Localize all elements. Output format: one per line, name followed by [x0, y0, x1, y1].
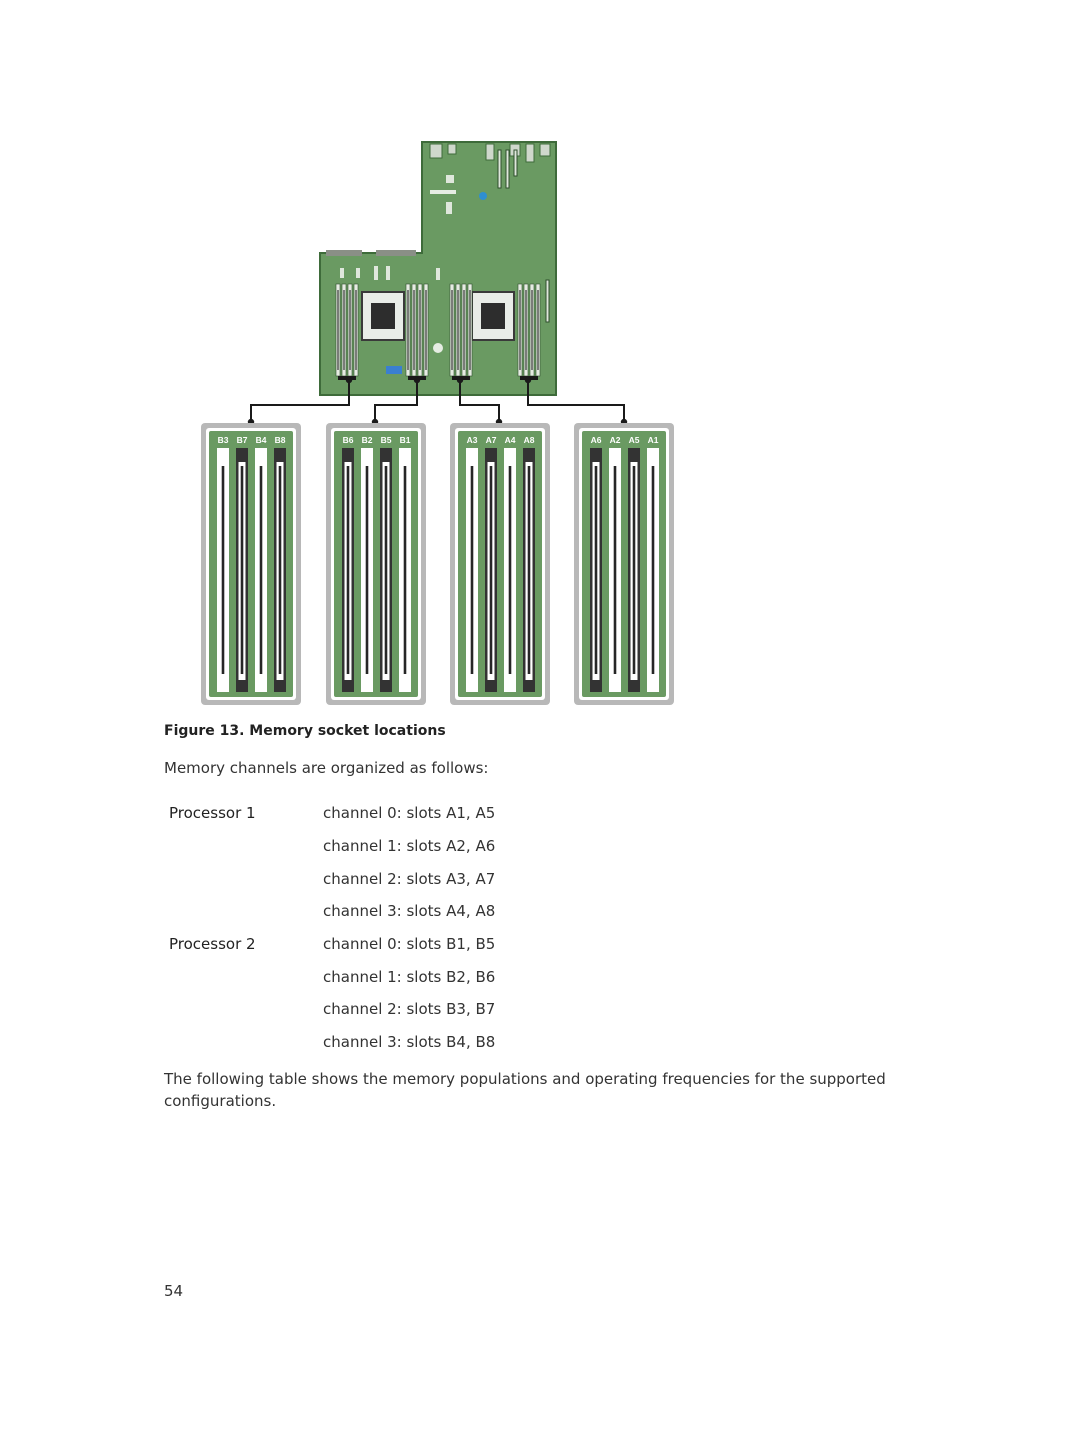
slot-label: B6	[343, 435, 354, 445]
processor-1-label: Processor 1	[169, 804, 256, 822]
slot-group: A6 A2 A5 A1	[574, 423, 674, 705]
connector-line	[459, 380, 500, 422]
slot-label: B8	[275, 435, 286, 445]
slot-label: B2	[362, 435, 373, 445]
channel-line: channel 2: slots A3, A7	[323, 870, 496, 888]
battery-icon	[386, 366, 402, 374]
slot-label: B4	[256, 435, 267, 445]
channel-line: channel 3: slots B4, B8	[323, 1033, 496, 1051]
board-dimm-bank	[405, 283, 429, 380]
channel-line: channel 1: slots B2, B6	[323, 968, 496, 986]
connector-line	[374, 380, 418, 422]
slot-label: B1	[400, 435, 411, 445]
processor-2-socket	[361, 291, 405, 341]
board-dimm-bank	[449, 283, 473, 380]
slot-group: A3 A7 A4 A8	[450, 423, 550, 705]
board-details	[326, 175, 487, 374]
slot-label: A4	[505, 435, 516, 445]
channel-line: channel 1: slots A2, A6	[323, 837, 496, 855]
channel-line: channel 0: slots B1, B5	[323, 935, 496, 953]
jumper-icon	[479, 192, 487, 200]
dimm-slot-groups: B3 B7 B4 B8 B6 B2 B5 B1 A3 A7 A4 A8 A6 A2 A5 A1	[201, 423, 674, 705]
board-dimm-bank	[335, 283, 359, 380]
body-paragraph: The following table shows the memory pop…	[164, 1070, 886, 1110]
figure-caption: Figure 13. Memory socket locations	[164, 723, 446, 739]
slot-label: A7	[486, 435, 497, 445]
riser-slots	[497, 149, 550, 323]
connector-node	[413, 376, 421, 384]
channel-line: channel 0: slots A1, A5	[323, 804, 496, 822]
system-board-diagram: B3 B7 B4 B8 B6 B2 B5 B1 A3 A7 A4 A8 A6 A2 A5 A1	[201, 141, 674, 705]
processor-2-label: Processor 2	[169, 935, 256, 953]
connector-line	[527, 380, 625, 422]
slot-label: B5	[381, 435, 392, 445]
connector-line	[250, 380, 350, 422]
slot-label: A2	[610, 435, 621, 445]
slot-label: A1	[648, 435, 659, 445]
connector-node	[524, 376, 532, 384]
connector-node	[456, 376, 464, 384]
processor-1-socket	[471, 291, 515, 341]
slot-label: A3	[467, 435, 478, 445]
memory-socket-figure: B3 B7 B4 B8 B6 B2 B5 B1 A3 A7 A4 A8 A6 A2 A5 A1	[160, 130, 705, 715]
slot-label: A6	[591, 435, 602, 445]
channel-line: channel 3: slots A4, A8	[323, 902, 496, 920]
intro-text: Memory channels are organized as follows…	[164, 759, 489, 777]
slot-group: B6 B2 B5 B1	[326, 423, 426, 705]
slot-group: B3 B7 B4 B8	[201, 423, 301, 705]
slot-label: A5	[629, 435, 640, 445]
connector-node	[345, 376, 353, 384]
board-dimm-banks	[335, 283, 541, 380]
bank-connector-lines	[247, 376, 628, 426]
slot-label: B3	[218, 435, 229, 445]
slot-label: B7	[237, 435, 248, 445]
slot-label: A8	[524, 435, 535, 445]
page-number: 54	[164, 1282, 184, 1300]
channel-line: channel 2: slots B3, B7	[323, 1000, 496, 1018]
